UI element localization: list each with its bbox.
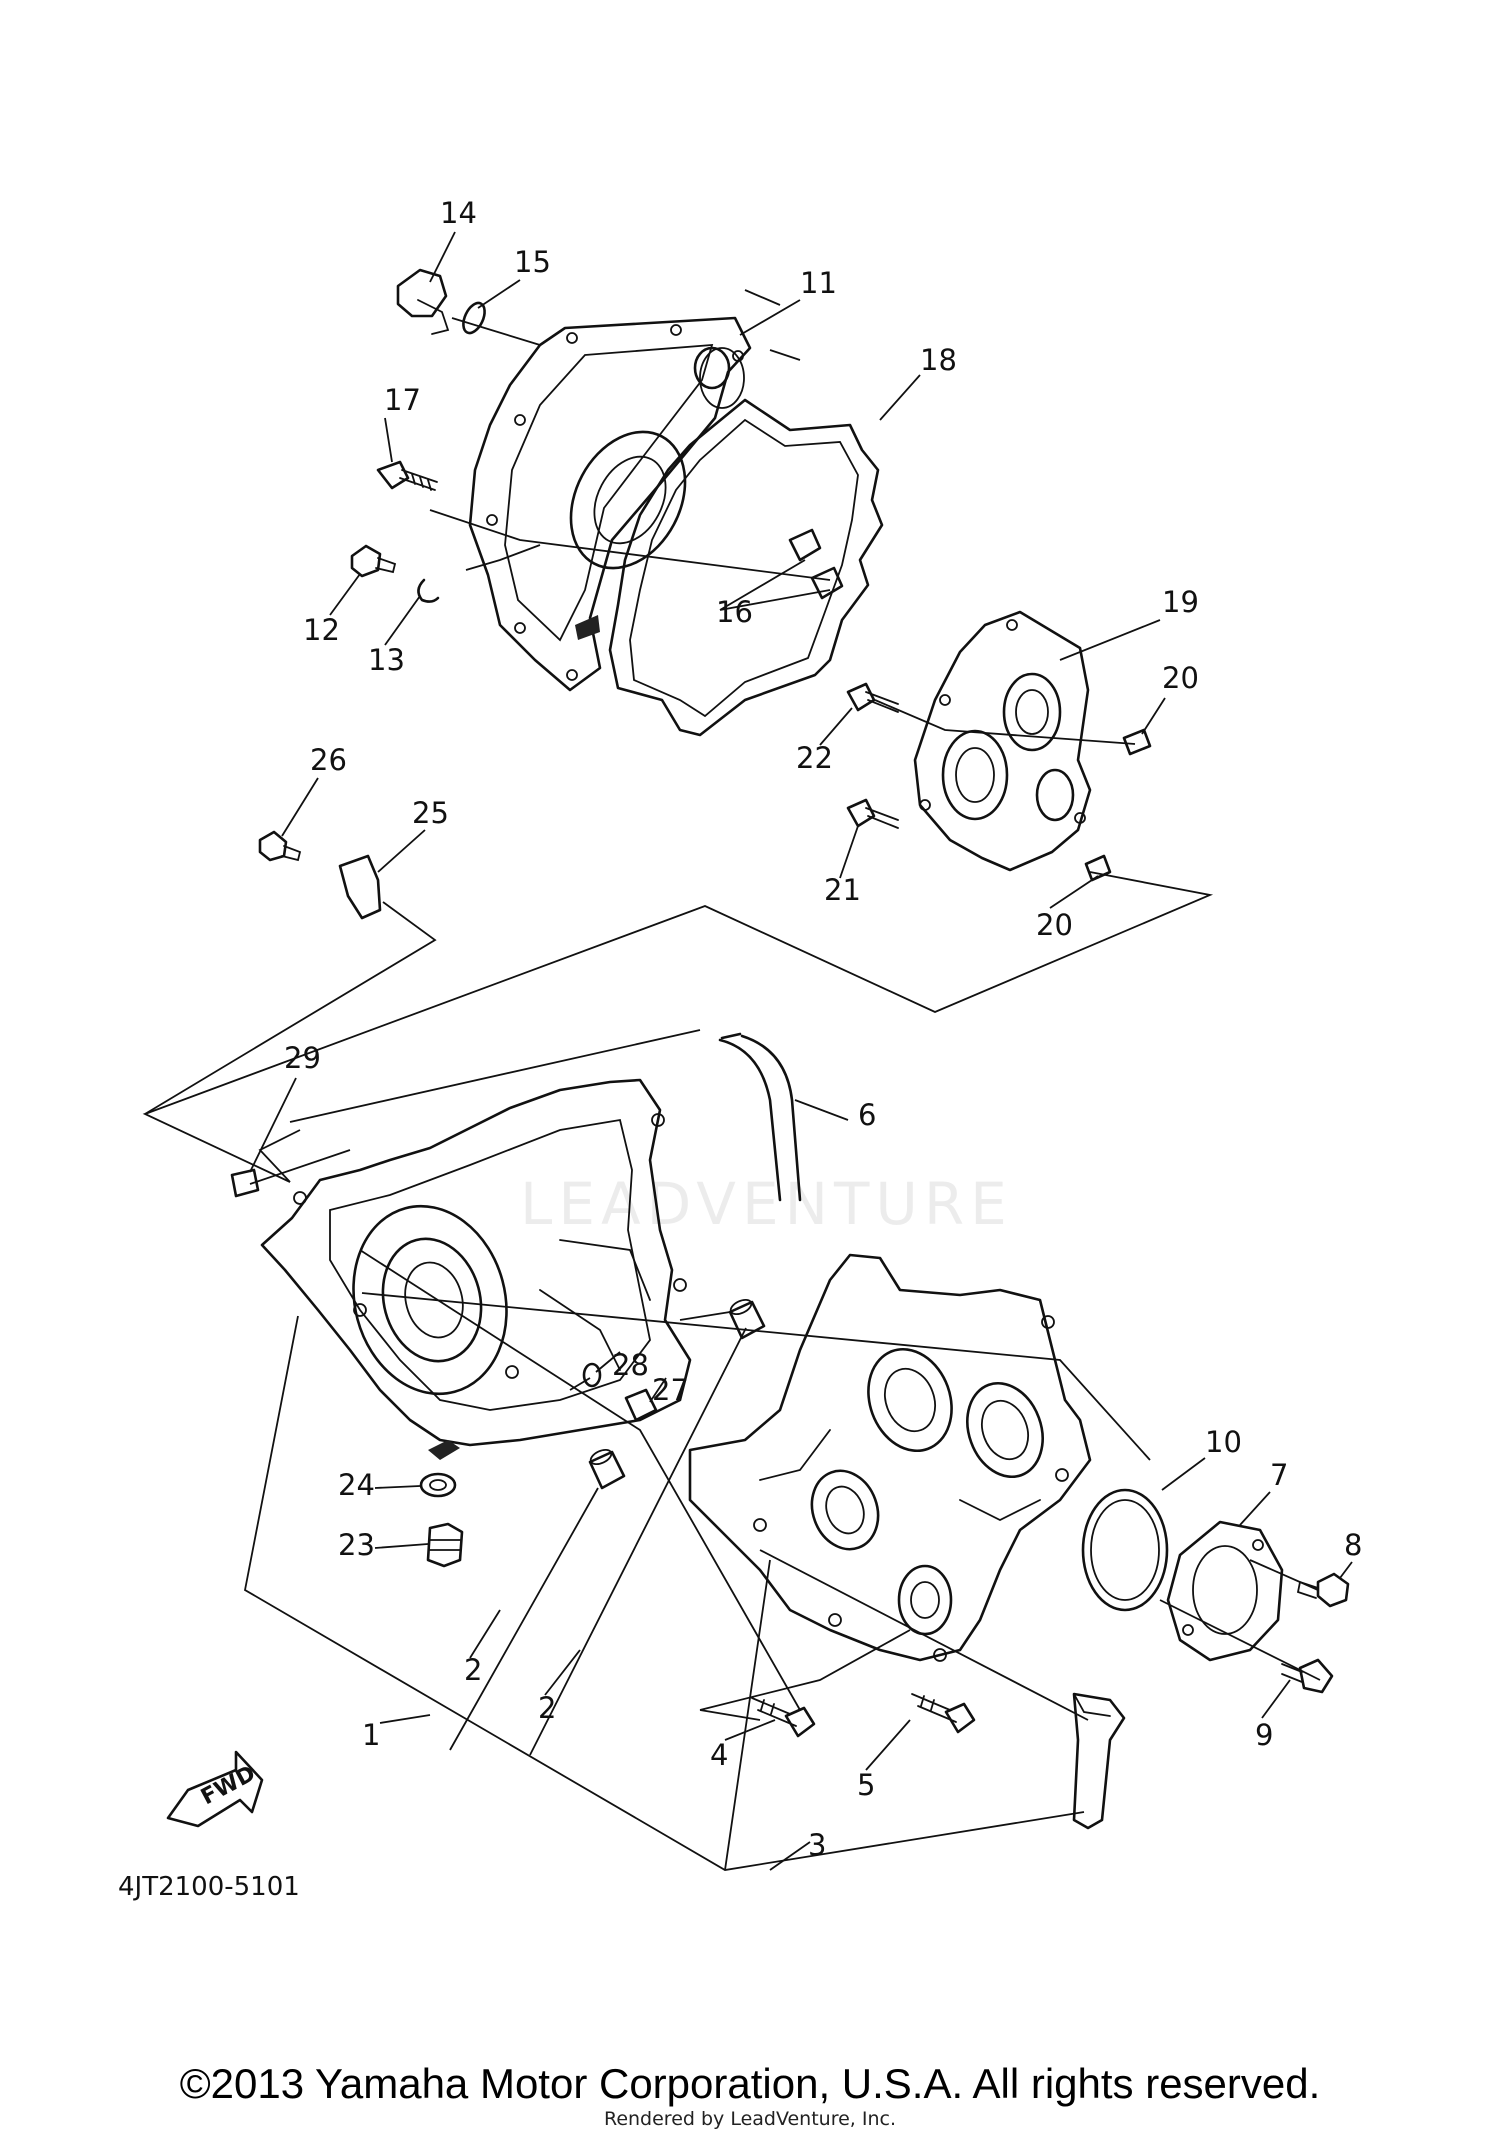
dowel-pin-20a bbox=[1122, 728, 1152, 756]
fwd-arrow-icon: FWD bbox=[166, 1750, 264, 1828]
callout-14: 14 bbox=[440, 196, 477, 230]
watermark: LEADVENTURE bbox=[520, 1170, 1013, 1238]
hose-6 bbox=[718, 1032, 802, 1202]
callout-17: 17 bbox=[384, 383, 421, 417]
callout-20b: 20 bbox=[1036, 908, 1073, 942]
copyright-notice: ©2013 Yamaha Motor Corporation, U.S.A. A… bbox=[179, 2060, 1321, 2107]
dowel-pin-27 bbox=[624, 1388, 658, 1422]
callout-22: 22 bbox=[796, 741, 833, 775]
callout-3: 3 bbox=[808, 1828, 826, 1862]
bolt-21 bbox=[846, 798, 899, 829]
right-crankcase bbox=[688, 1253, 1092, 1662]
callout-12: 12 bbox=[303, 613, 340, 647]
rendered-by-notice: Rendered by LeadVenture, Inc. bbox=[603, 2108, 897, 2130]
cover-7 bbox=[1166, 1520, 1284, 1662]
drain-bolt-23 bbox=[426, 1522, 464, 1568]
callout-29: 29 bbox=[284, 1041, 321, 1075]
callout-19: 19 bbox=[1162, 585, 1199, 619]
callout-23: 23 bbox=[338, 1528, 375, 1562]
breather-plate-25 bbox=[338, 854, 382, 920]
callout-1: 1 bbox=[362, 1718, 380, 1752]
callout-24: 24 bbox=[338, 1468, 375, 1502]
pipe-3 bbox=[1072, 1692, 1126, 1830]
left-crankcase-1 bbox=[260, 1078, 692, 1460]
callout-leaders bbox=[249, 231, 1353, 1871]
dowel-pin-2b bbox=[588, 1448, 626, 1490]
fwd-label: FWD bbox=[197, 1761, 260, 1810]
screw-9 bbox=[1281, 1658, 1334, 1694]
callout-8: 8 bbox=[1344, 1528, 1362, 1562]
callout-20a: 20 bbox=[1162, 661, 1199, 695]
bolt-22 bbox=[846, 682, 899, 713]
callout-2b: 2 bbox=[538, 1691, 556, 1725]
callout-9: 9 bbox=[1255, 1718, 1273, 1752]
oil-filler-plug-14 bbox=[396, 268, 450, 335]
callout-4: 4 bbox=[710, 1738, 728, 1772]
gasket-24 bbox=[419, 1472, 457, 1498]
callout-5: 5 bbox=[857, 1768, 875, 1802]
callout-21: 21 bbox=[824, 873, 861, 907]
callout-labels: 1 2 2 3 4 5 6 7 8 9 10 11 12 13 14 15 16… bbox=[284, 196, 1362, 1862]
clamp-13 bbox=[417, 578, 440, 603]
callout-16: 16 bbox=[716, 595, 753, 629]
catalog-code: 4JT2100-5101 bbox=[118, 1872, 300, 1902]
bearing-cover-19 bbox=[913, 610, 1092, 872]
bolt-12 bbox=[350, 544, 397, 578]
bolt-26 bbox=[258, 830, 302, 862]
callout-6: 6 bbox=[858, 1098, 876, 1132]
o-ring-15 bbox=[462, 301, 486, 335]
gasket-10 bbox=[1081, 1488, 1169, 1612]
callout-26: 26 bbox=[310, 743, 347, 777]
callout-2a: 2 bbox=[464, 1653, 482, 1687]
dowel-pin-20b bbox=[1084, 854, 1112, 882]
callout-7: 7 bbox=[1270, 1458, 1288, 1492]
callout-11: 11 bbox=[800, 266, 837, 300]
bolt-4 bbox=[751, 1697, 816, 1738]
crankcase-cover-11 bbox=[468, 316, 752, 692]
bolt-5 bbox=[911, 1693, 976, 1734]
callout-18: 18 bbox=[920, 343, 957, 377]
stud-29 bbox=[230, 1168, 260, 1198]
bolt-8 bbox=[1296, 1572, 1350, 1608]
o-ring-28 bbox=[582, 1362, 602, 1388]
callout-25: 25 bbox=[412, 796, 449, 830]
callout-15: 15 bbox=[514, 245, 551, 279]
bolt-17 bbox=[376, 460, 438, 491]
callout-13: 13 bbox=[368, 643, 405, 677]
callout-10: 10 bbox=[1205, 1425, 1242, 1459]
gasket-18 bbox=[608, 346, 884, 737]
leader-lines bbox=[142, 289, 1321, 1871]
